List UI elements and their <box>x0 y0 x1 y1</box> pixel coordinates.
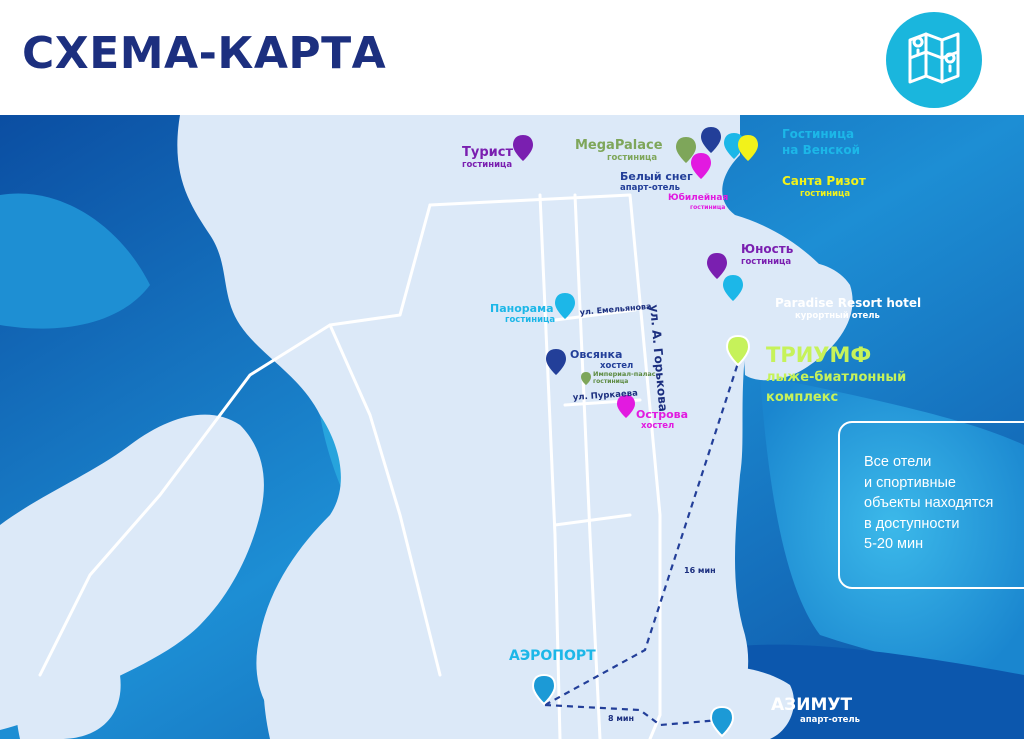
label-belyi-sneg-sub: апарт-отель <box>620 183 681 193</box>
land-bottom-left <box>16 627 121 739</box>
water-light-right <box>760 375 1024 675</box>
marker-yubileinaya <box>691 153 711 179</box>
map-canvas: ул. Емельянова ул. А. Горькова ул. Пурка… <box>0 115 1024 739</box>
marker-turist <box>513 135 533 161</box>
label-azimut: АЗИМУТ <box>771 695 853 715</box>
map-badge <box>886 12 982 108</box>
marker-azimut <box>709 705 735 738</box>
land-paradise <box>740 261 853 381</box>
label-panorama-sub: гостиница <box>505 315 556 325</box>
label-paradise: Paradise Resort hotel <box>775 296 922 310</box>
route-airport-triumph <box>544 362 740 706</box>
label-belyi-sneg: Белый снег <box>620 170 693 183</box>
markers <box>513 127 758 738</box>
label-venskaya-2: на Венской <box>782 143 861 157</box>
label-imperial-sub: гостиница <box>593 378 629 385</box>
marker-paradise <box>723 275 743 301</box>
marker-airport <box>531 673 557 706</box>
label-megapalace: MegaPalace <box>575 138 663 153</box>
label-turist: Турист <box>462 145 513 160</box>
page-title: СХЕМА-КАРТА <box>22 28 387 79</box>
label-ostrova-sub: хостел <box>641 421 675 431</box>
label-triumph: ТРИУМФ <box>766 343 872 367</box>
land-main <box>177 115 831 739</box>
marker-megapalace <box>676 137 696 163</box>
map: ул. Емельянова ул. А. Горькова ул. Пурка… <box>0 115 1024 739</box>
label-megapalace-sub: гостиница <box>607 153 658 163</box>
route-airport-azimut <box>544 703 721 727</box>
info-line-3: объекты находятся <box>864 495 994 511</box>
land-bottom <box>263 607 421 739</box>
marker-triumph <box>725 334 751 367</box>
marker-ostrova <box>617 395 635 418</box>
info-line-2: и спортивные <box>864 474 956 491</box>
label-ovsyanka-sub: хостел <box>600 361 634 371</box>
label-airport: АЭРОПОРТ <box>509 648 596 664</box>
route-time-triumph: 16 мин <box>684 566 716 575</box>
label-yunost: Юность <box>741 242 794 256</box>
marker-belyi-sneg <box>701 127 721 153</box>
label-ostrova: Острова <box>636 408 689 421</box>
label-venskaya: Гостиница <box>782 127 855 141</box>
route-time-azimut: 8 мин <box>608 714 634 723</box>
marker-yunost <box>707 253 727 279</box>
label-triumph-line2: комплекс <box>766 390 839 405</box>
street-purkaeva: ул. Пуркаева <box>573 388 639 403</box>
info-line-4: в доступности <box>864 515 960 532</box>
roads <box>38 193 662 739</box>
label-turist-sub: гостиница <box>462 160 513 170</box>
info-text: Все отели и спортивные объекты находятся… <box>864 452 1024 555</box>
marker-imperial <box>581 372 591 385</box>
header: СХЕМА-КАРТА <box>0 0 1024 115</box>
label-yunost-sub: гостиница <box>741 257 792 267</box>
marker-venskaya <box>724 133 744 159</box>
label-triumph-line1: лыже-биатлонный <box>766 370 907 385</box>
marker-santa-rizot <box>738 135 758 161</box>
marker-ovsyanka <box>546 349 566 375</box>
marker-panorama <box>555 293 575 319</box>
label-santa-rizot-sub: гостиница <box>800 189 851 199</box>
label-ovsyanka: Овсянка <box>570 348 623 361</box>
water-light-left <box>0 193 150 329</box>
info-line-1: Все отели <box>864 454 932 470</box>
route-lines <box>544 362 740 727</box>
info-box <box>838 421 1024 589</box>
land-top-left <box>195 115 440 285</box>
map-icon <box>908 32 960 84</box>
label-imperial: Империал-палас <box>593 370 656 378</box>
label-yubileinaya-sub: гостиница <box>690 204 726 211</box>
label-santa-rizot: Санта Ризот <box>782 174 866 188</box>
label-panorama: Панорама <box>490 302 554 315</box>
info-line-5: 5-20 мин <box>864 536 924 552</box>
label-paradise-sub: курортный отель <box>795 311 880 321</box>
label-yubileinaya: Юбилейная <box>668 193 729 203</box>
label-azimut-sub: апарт-отель <box>800 715 861 725</box>
